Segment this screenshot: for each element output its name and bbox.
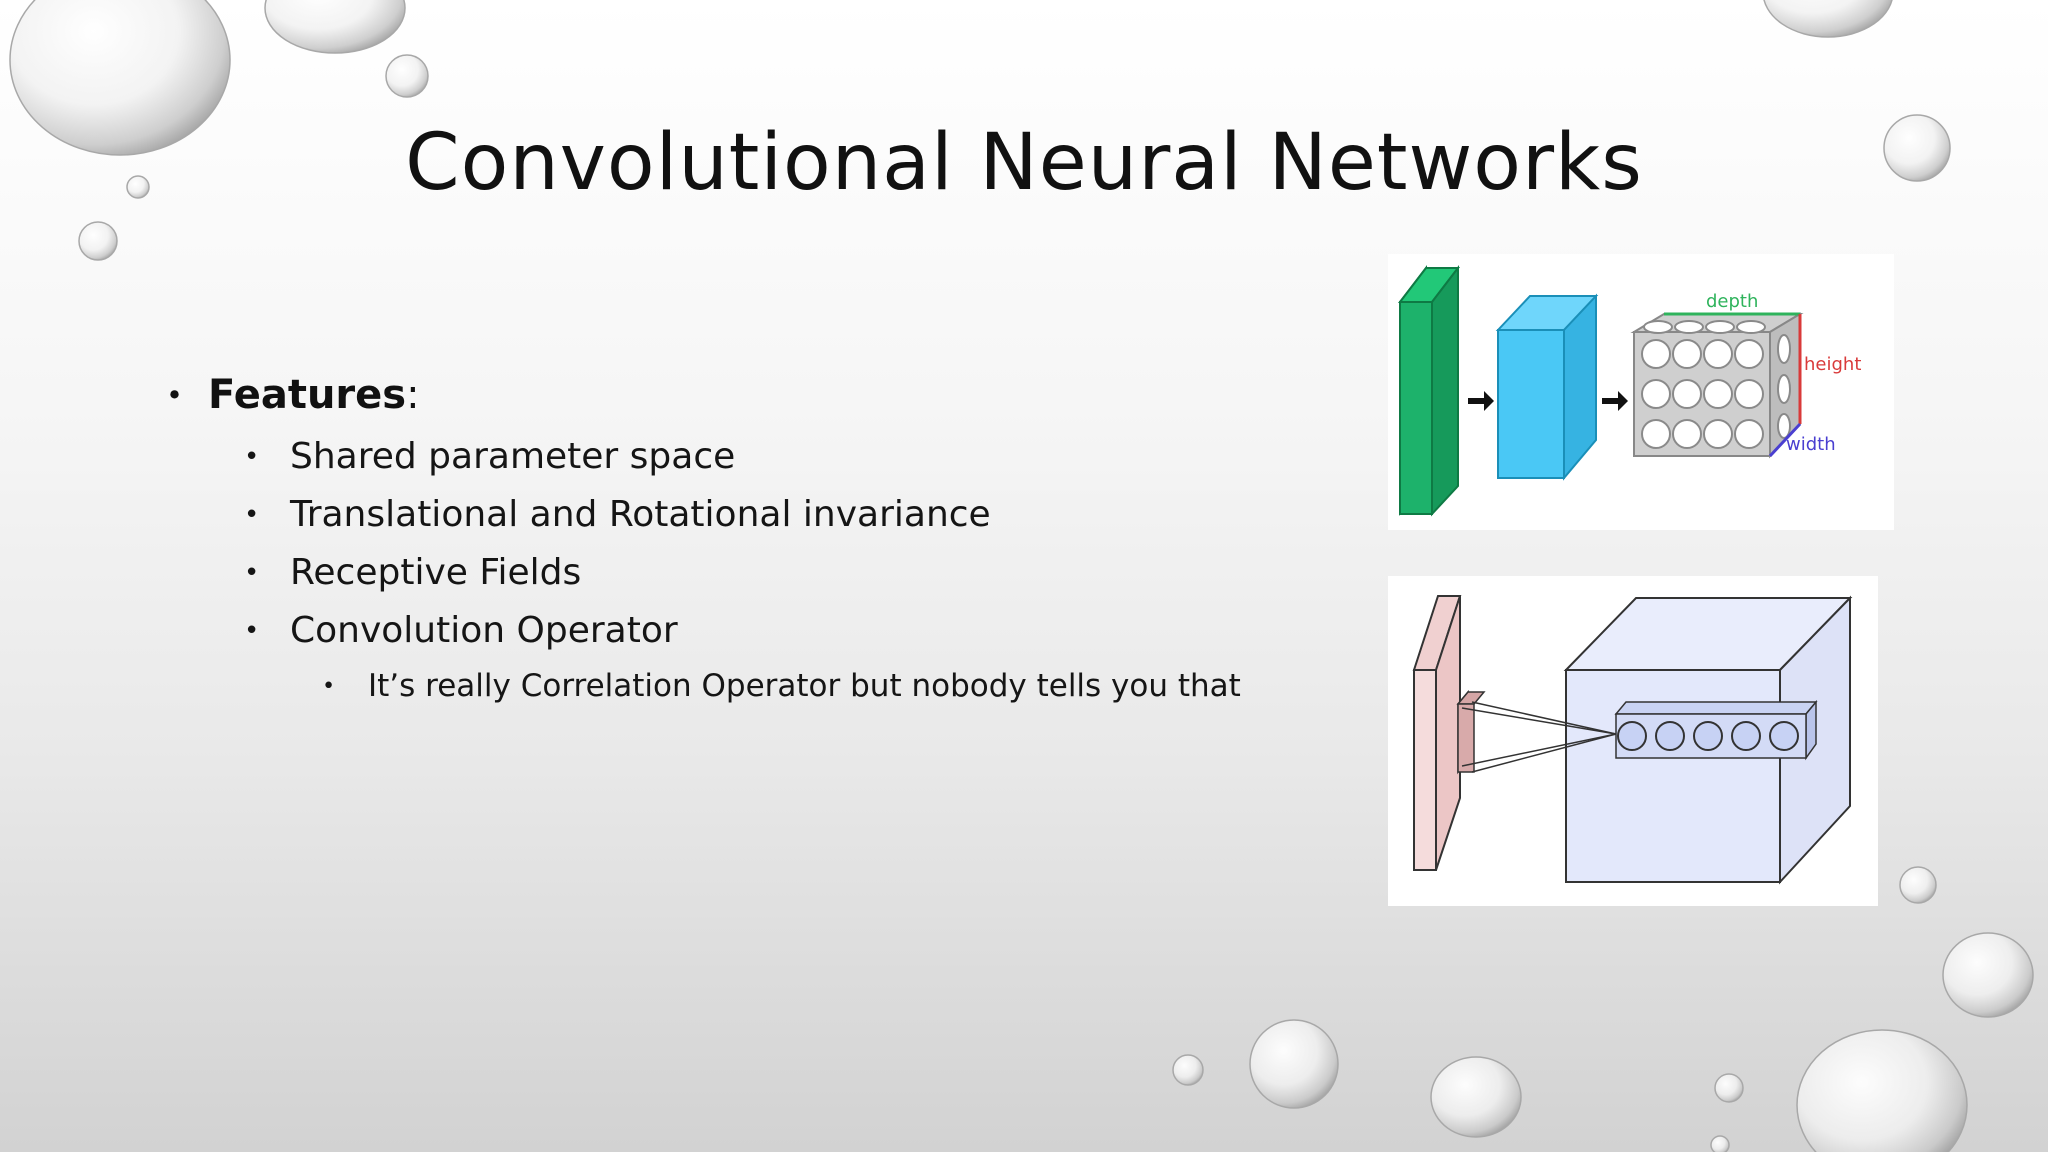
features-heading-colon: : — [406, 372, 420, 418]
sub-list-item: • It’s really Correlation Operator but n… — [322, 668, 1366, 720]
list-item: • Convolution Operator — [244, 610, 1366, 668]
bullet-dot: • — [244, 616, 260, 646]
cnn-layers-figure: depth height width — [1388, 254, 1894, 530]
height-label: height — [1804, 354, 1861, 375]
feature-list: • Features: • Shared parameter space • T… — [166, 372, 1366, 720]
conv-layer-front — [1497, 329, 1565, 479]
features-heading-text: Features — [208, 372, 407, 418]
bullet-dot: • — [166, 378, 183, 412]
receptive-field-diagram — [1412, 595, 1853, 885]
receptive-field-patch — [1456, 689, 1486, 775]
list-item-text: Shared parameter space — [290, 436, 736, 477]
list-item: • Translational and Rotational invarianc… — [244, 494, 1366, 552]
list-item-text: Translational and Rotational invariance — [290, 494, 991, 535]
input-layer-front — [1399, 301, 1433, 515]
neuron-volume — [1630, 312, 1804, 459]
slide-title: Convolutional Neural Networks — [405, 118, 1643, 208]
connection-lines — [1461, 701, 1617, 773]
cnn-layers-diagram: depth height width — [1397, 265, 1861, 517]
width-label: width — [1786, 434, 1836, 455]
bullet-dot: • — [244, 442, 260, 472]
list-item: • Receptive Fields — [244, 552, 1366, 610]
bullet-features: • Features: — [166, 372, 1366, 436]
neuron-column — [1614, 699, 1818, 761]
width-edge — [1768, 422, 1802, 458]
receptive-field-figure — [1388, 576, 1878, 906]
list-item: • Shared parameter space — [244, 436, 1366, 494]
bullet-dot: • — [322, 673, 336, 699]
bullet-dot: • — [244, 500, 260, 530]
depth-label: depth — [1706, 291, 1758, 312]
input-layer-side — [1431, 265, 1459, 517]
arrow-right-icon — [1468, 391, 1494, 411]
sub-list-item-text: It’s really Correlation Operator but nob… — [368, 668, 1241, 704]
arrow-right-icon — [1602, 391, 1628, 411]
bullet-dot: • — [244, 558, 260, 588]
list-item-text: Convolution Operator — [290, 610, 678, 651]
features-heading: Features: — [208, 372, 420, 418]
list-item-text: Receptive Fields — [290, 552, 582, 593]
input-slab — [1412, 595, 1462, 871]
